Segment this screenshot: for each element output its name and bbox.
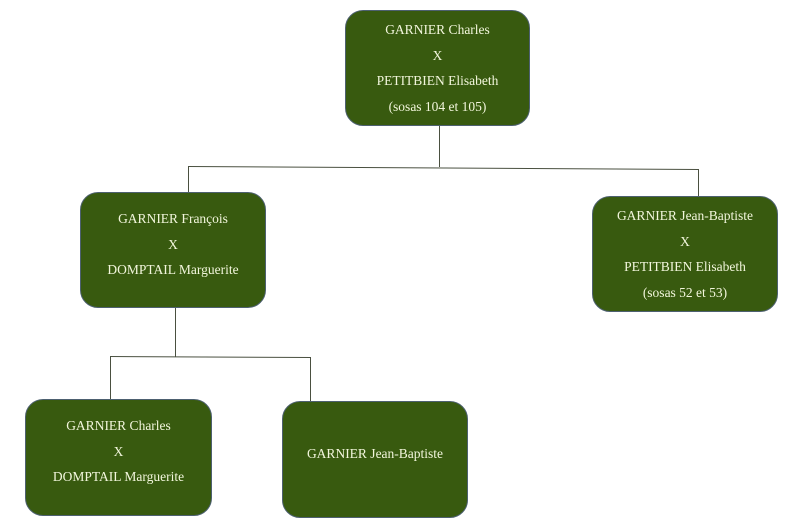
node-grandchild-jean-baptiste: GARNIER Jean-Baptiste: [282, 401, 468, 518]
node-jean-baptiste-wife: PETITBIEN Elisabeth: [624, 259, 746, 274]
node-francois-couple: GARNIER François X DOMPTAIL Marguerite: [80, 192, 266, 308]
node-grandchild-jean-baptiste-name: GARNIER Jean-Baptiste: [306, 446, 444, 461]
node-grandchild-charles-wife: DOMPTAIL Marguerite: [52, 469, 185, 484]
node-jean-baptiste-sosa: (sosas 52 et 53): [642, 284, 728, 300]
connector-to-grandchild-charles: [110, 356, 111, 400]
node-grandchild-charles-husband: GARNIER Charles: [66, 418, 171, 433]
node-jean-baptiste-marriage-mark: X: [680, 233, 690, 249]
connector-level2-horizontal: [109, 356, 311, 359]
node-francois-marriage-mark: X: [168, 236, 178, 252]
node-root-wife: PETITBIEN Elisabeth: [376, 73, 499, 88]
node-grandchild-charles-marriage-mark: X: [113, 443, 124, 459]
node-grandchild-charles-couple: GARNIER Charles X DOMPTAIL Marguerite: [25, 399, 212, 516]
node-root-husband: GARNIER Charles: [385, 22, 490, 37]
node-jean-baptiste-couple: GARNIER Jean-Baptiste X PETITBIEN Elisab…: [592, 196, 778, 312]
node-jean-baptiste-husband: GARNIER Jean-Baptiste: [616, 208, 754, 223]
node-francois-wife: DOMPTAIL Marguerite: [107, 262, 239, 277]
node-root-marriage-mark: X: [432, 47, 443, 63]
connector-to-francois: [188, 166, 189, 193]
connector-to-grandchild-jean-baptiste: [310, 357, 311, 402]
connector-francois-down: [175, 307, 176, 357]
node-francois-husband: GARNIER François: [118, 211, 228, 226]
node-root-couple: GARNIER Charles X PETITBIEN Elisabeth (s…: [345, 10, 530, 126]
connector-root-down: [439, 125, 440, 167]
connector-level1-horizontal: [187, 166, 699, 171]
connector-to-jean-baptiste: [698, 169, 699, 197]
node-root-sosa: (sosas 104 et 105): [388, 98, 487, 114]
